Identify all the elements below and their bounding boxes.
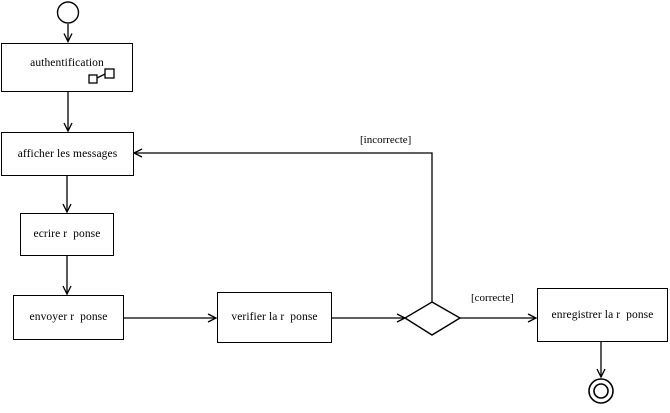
action-ecrire-reponse[interactable]: ecrire r ponse: [20, 213, 114, 256]
action-envoyer-reponse-label: envoyer r ponse: [29, 311, 108, 324]
guard-correcte: [correcte]: [471, 292, 514, 304]
action-envoyer-reponse[interactable]: envoyer r ponse: [13, 295, 124, 340]
action-ecrire-reponse-label: ecrire r ponse: [33, 228, 101, 241]
guard-incorrecte: [incorrecte]: [360, 134, 412, 146]
decision-node[interactable]: [403, 301, 462, 336]
action-authentification[interactable]: authentification: [1, 43, 133, 92]
action-afficher-les-messages[interactable]: afficher les messages: [1, 132, 134, 176]
action-enregistrer-la-reponse-label: enregistrer la r ponse: [551, 308, 654, 321]
initial-node-icon: [56, 1, 80, 24]
action-verifier-la-reponse[interactable]: verifier la r ponse: [217, 292, 332, 343]
action-verifier-la-reponse-label: verifier la r ponse: [231, 311, 318, 324]
action-authentification-label: authentification: [30, 57, 104, 69]
action-enregistrer-la-reponse[interactable]: enregistrer la r ponse: [537, 288, 668, 342]
final-node-inner-icon: [593, 383, 609, 399]
final-node-outer-icon: [588, 378, 614, 404]
subactivity-icon: [88, 68, 115, 84]
action-afficher-les-messages-label: afficher les messages: [17, 147, 118, 160]
edge-decision-to-afficher: [132, 148, 433, 302]
